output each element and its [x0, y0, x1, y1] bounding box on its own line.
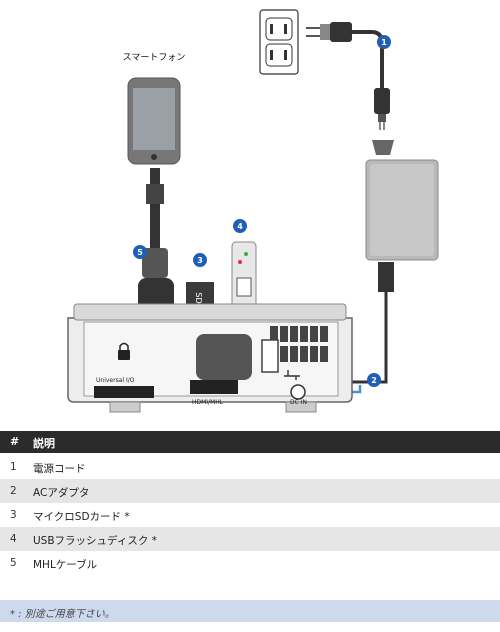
usb-port	[261, 339, 279, 373]
row-desc: ACアダプタ	[33, 487, 90, 499]
callout-5: 5	[133, 245, 147, 259]
lock-icon	[118, 342, 130, 360]
table-row: 5 MHLケーブル	[0, 551, 500, 575]
smartphone-label: スマートフォン	[123, 53, 186, 63]
universal-io-port	[94, 386, 154, 398]
table-row: 4 USBフラッシュディスク *	[0, 527, 500, 551]
svg-text:2: 2	[371, 376, 377, 385]
svg-text:SD: SD	[194, 292, 203, 303]
row-num: 5	[10, 557, 17, 569]
power-outlet-icon	[259, 9, 299, 75]
table-row: 2 ACアダプタ	[0, 479, 500, 503]
row-num: 1	[10, 461, 17, 473]
callout-1: 1	[377, 35, 391, 49]
universal-io-label: Universal I/O	[96, 377, 135, 384]
row-num: 2	[10, 485, 17, 497]
row-num: 3	[10, 509, 17, 521]
callout-4: 4	[233, 219, 247, 233]
row-desc: 電源コード	[33, 463, 86, 475]
usb-symbol-icon	[284, 370, 300, 380]
footnote-text: * : 別途ご用意下さい。	[10, 609, 115, 620]
svg-text:4: 4	[237, 222, 243, 231]
footnote: * : 別途ご用意下さい。	[0, 600, 500, 622]
header-desc: 説明	[33, 437, 55, 450]
hdmi-port	[190, 380, 238, 394]
projector-icon	[67, 303, 353, 413]
ac-adapter-icon	[340, 159, 439, 384]
dc-in-label: DC IN	[290, 399, 307, 406]
hdmi-mhl-label: HDMI/MHL	[192, 399, 224, 406]
callout-3: 3	[193, 253, 207, 267]
row-desc: MHLケーブル	[33, 559, 98, 571]
svg-text:1: 1	[381, 38, 387, 47]
row-desc: マイクロSDカード *	[33, 511, 130, 523]
header-num: #	[10, 435, 20, 448]
row-desc: USBフラッシュディスク *	[33, 535, 157, 547]
table-header: # 説明	[0, 431, 500, 453]
table-row: 3 マイクロSDカード *	[0, 503, 500, 527]
table-row: 1 電源コード	[0, 455, 500, 479]
row-num: 4	[10, 533, 17, 545]
callout-2: 2	[367, 373, 381, 387]
svg-text:3: 3	[197, 256, 203, 265]
dc-in-port	[290, 384, 306, 400]
connection-diagram: SD	[67, 9, 439, 413]
power-plug-icon	[306, 22, 394, 155]
smartphone-icon	[127, 77, 181, 165]
svg-text:5: 5	[137, 248, 143, 257]
